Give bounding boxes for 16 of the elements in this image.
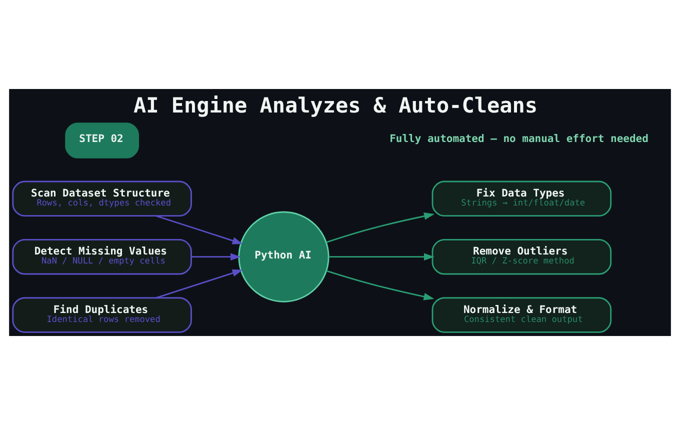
label: STEP 02 bbox=[79, 132, 124, 145]
node-box: Remove Outliers IQR / Z-score method bbox=[432, 238, 612, 274]
arrow bbox=[191, 252, 241, 260]
arrow bbox=[156, 214, 243, 244]
arrow bbox=[326, 270, 434, 300]
label: Fully automated — no manual effort needed bbox=[390, 132, 648, 145]
arrow bbox=[156, 268, 243, 298]
node-circle: Python AI bbox=[238, 210, 330, 302]
arrow bbox=[326, 212, 435, 242]
diagram-title: AI Engine Analyzes & Auto-Cleans bbox=[134, 92, 538, 117]
arrow bbox=[328, 252, 434, 260]
node-box: Scan Dataset Structure Rows, cols, dtypes checked bbox=[12, 180, 192, 216]
node-box: Find Duplicates Identical rows removed bbox=[12, 296, 192, 332]
node-box: Fix Data Types Strings → int/float/date bbox=[432, 180, 612, 216]
node-box: Normalize & Format Consistent clean output bbox=[432, 296, 612, 332]
node-box: Detect Missing Values NaN / NULL / empty cells bbox=[12, 238, 192, 274]
